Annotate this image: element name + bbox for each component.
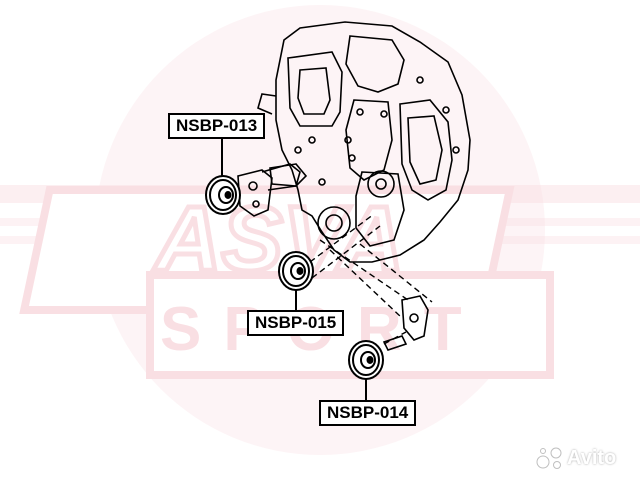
tensioner-assembly <box>237 163 301 217</box>
avito-watermark: Avito <box>536 446 616 470</box>
pulley-nsbp-014 <box>348 340 384 380</box>
label-leader-lines <box>221 138 367 400</box>
avito-dots-icon <box>536 447 562 469</box>
engine-timing-cover <box>257 21 471 263</box>
pulley-nsbp-013 <box>205 175 241 215</box>
part-label-nsbp-015[interactable]: NSBP-015 <box>247 310 345 336</box>
assembly-guide-lines <box>309 213 433 345</box>
pulley-nsbp-015 <box>278 251 314 291</box>
part-label-nsbp-014[interactable]: NSBP-014 <box>319 400 417 426</box>
avito-text: Avito <box>567 446 617 469</box>
part-label-nsbp-013[interactable]: NSBP-013 <box>168 113 266 139</box>
